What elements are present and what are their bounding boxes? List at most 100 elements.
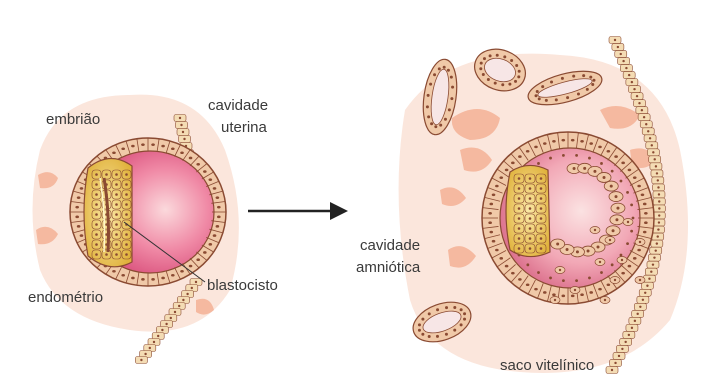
vessel-cell-nucleus (453, 329, 456, 332)
trophoblast-cell-nucleus (213, 187, 217, 190)
trophoblast-cell-outer-nucleus (633, 176, 637, 179)
inner-ring-nucleus (600, 162, 603, 165)
embryo-cell-nucleus (125, 183, 128, 186)
vessel-cell-nucleus (480, 62, 483, 65)
vessel-cell-nucleus (450, 76, 453, 79)
vessel-cell-nucleus (443, 66, 446, 69)
vessel-cell-nucleus (434, 125, 437, 128)
inner-ring-nucleus (630, 204, 633, 207)
inner-ring-nucleus (620, 254, 623, 257)
trophoblast-cell-nucleus (203, 170, 207, 173)
disc-cell-nucleus (518, 177, 521, 180)
uterine-wall-left-nucleus (191, 287, 193, 289)
vessel-cell-nucleus (555, 98, 558, 101)
embryo-cell-nucleus (95, 203, 98, 206)
disc-cell-nucleus (529, 237, 532, 240)
trophoblast-cell-outer-nucleus (499, 257, 503, 260)
embryo-cell-nucleus (115, 223, 118, 226)
embryo-cell-nucleus (95, 253, 98, 256)
uterine-wall-right-nucleus (654, 158, 656, 160)
disc-cell-nucleus (540, 197, 543, 200)
vessel-cell-nucleus (453, 306, 456, 309)
trophoblast-cell-outer-nucleus (580, 140, 584, 143)
uterine-wall-right-nucleus (652, 263, 654, 265)
vessel-cell-nucleus (566, 96, 569, 99)
embryo-cell-nucleus (115, 193, 118, 196)
embryo-cell-nucleus (95, 183, 98, 186)
yolk-sac-nucleus (583, 167, 586, 170)
loose-cell-nucleus (554, 299, 556, 301)
trophoblast-cell-nucleus (112, 151, 116, 154)
uterine-wall-right-nucleus (641, 109, 643, 111)
disc-cell-nucleus (518, 187, 521, 190)
trophoblast-cell-nucleus (151, 278, 155, 281)
uterine-wall-right-nucleus (650, 271, 652, 273)
vessel-cell-nucleus (517, 75, 520, 78)
trophoblast-cell-outer-nucleus (488, 221, 492, 224)
vessel-cell-nucleus (515, 64, 518, 67)
vessel-cell-nucleus (427, 94, 430, 97)
trophoblast-cell-nucleus (216, 196, 220, 199)
uterine-wall-right-nucleus (652, 151, 654, 153)
uterine-wall-right-nucleus (649, 137, 651, 139)
vessel-cell-nucleus (482, 73, 485, 76)
trophoblast-cell-outer-nucleus (607, 283, 611, 286)
vessel-cell-nucleus (448, 108, 451, 111)
inner-ring-nucleus (626, 191, 629, 194)
inner-ring-nucleus (611, 263, 614, 266)
uterine-wall-right-nucleus (657, 228, 659, 230)
label-saco-vitelinico: saco vitelínico (500, 357, 594, 374)
uterine-wall-left-nucleus (182, 299, 184, 301)
vessel-cell-nucleus (463, 312, 466, 315)
disc-cell-nucleus (518, 247, 521, 250)
uterine-wall-right-nucleus (643, 116, 645, 118)
trophoblast-cell-nucleus (161, 277, 165, 280)
uterine-wall-right-nucleus (611, 369, 613, 371)
disc-cell-nucleus (540, 227, 543, 230)
uterine-wall-right-nucleus (656, 172, 658, 174)
trophoblast-cell-nucleus (75, 206, 79, 209)
uterine-wall-left-nucleus (174, 311, 176, 313)
uterine-wall-right-nucleus (628, 334, 630, 336)
inner-ring-nucleus (620, 180, 623, 183)
trophoblast-cell-nucleus (180, 270, 184, 273)
vessel-cell-nucleus (510, 59, 513, 62)
trophoblast-cell-nucleus (151, 143, 155, 146)
uterine-wall-right-nucleus (644, 292, 646, 294)
vessel-cell-nucleus (591, 83, 594, 86)
inner-ring-nucleus (575, 154, 578, 157)
label-cavidade-amniotica-line2: amniótica (356, 259, 421, 276)
loose-cell-nucleus (614, 279, 616, 281)
trophoblast-cell-outer-nucleus (492, 240, 496, 243)
disc-cell-nucleus (518, 237, 521, 240)
inner-ring-nucleus (600, 271, 603, 274)
disc-cell-nucleus (518, 197, 521, 200)
disc-cell-nucleus (529, 247, 532, 250)
disc-cell-nucleus (540, 237, 543, 240)
vessel-cell-nucleus (421, 318, 424, 321)
trophoblast-cell-nucleus (80, 187, 84, 190)
uterine-wall-right-nucleus (642, 299, 644, 301)
vessel-cell-nucleus (541, 85, 544, 88)
inner-ring-nucleus (537, 162, 540, 165)
vessel-cell-nucleus (438, 67, 441, 70)
uterine-wall-right-nucleus (658, 207, 660, 209)
vessel-cell-nucleus (426, 105, 429, 108)
trophoblast-cell-outer-nucleus (637, 185, 641, 188)
uterine-wall-right-nucleus (625, 67, 627, 69)
vessel-cell-nucleus (501, 83, 504, 86)
yolk-sac-nucleus (576, 250, 579, 253)
vessel-cell-nucleus (445, 333, 448, 336)
yolk-sac-nucleus (573, 167, 576, 170)
inner-ring-nucleus (575, 279, 578, 282)
embryo-cell-nucleus (125, 203, 128, 206)
uterine-wall-right-nucleus (614, 362, 616, 364)
trophoblast-cell-outer-nucleus (598, 288, 602, 291)
vessel-cell-nucleus (450, 97, 453, 100)
trophoblast-cell-outer-nucleus (526, 283, 530, 286)
trophoblast-cell-nucleus (121, 147, 125, 150)
uterine-wall-left-nucleus (161, 329, 163, 331)
trophoblast-cell-nucleus (180, 151, 184, 154)
trophoblast-cell-outer-nucleus (543, 142, 547, 145)
vessel-cell-nucleus (589, 76, 592, 79)
